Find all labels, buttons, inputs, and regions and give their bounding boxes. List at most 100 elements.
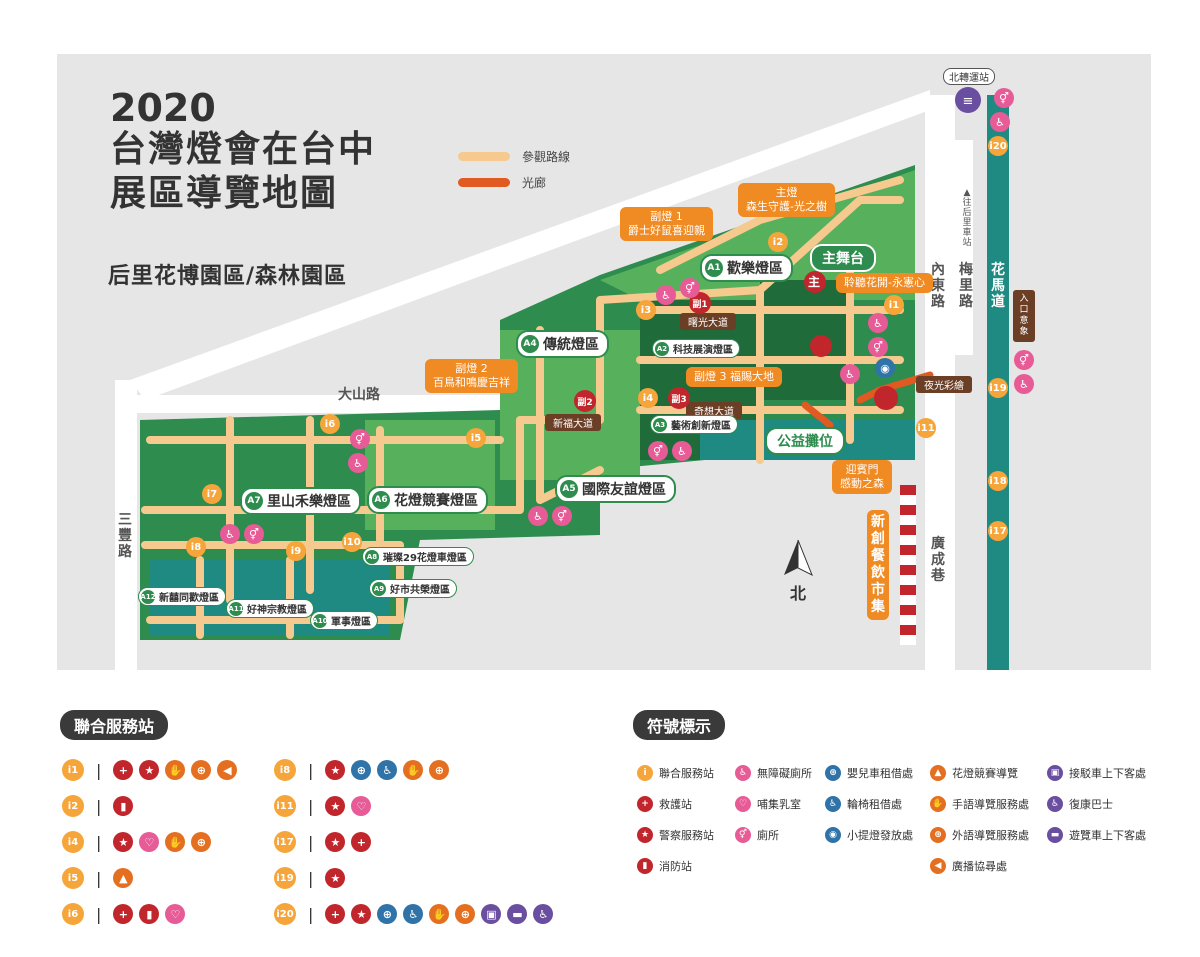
- toilet-icon: ⚥: [552, 506, 572, 526]
- zone-a11-code: A11: [228, 601, 244, 616]
- police-icon: ★: [325, 760, 346, 780]
- toilet-icon: ⚥: [680, 278, 700, 298]
- first-aid-icon: +: [351, 832, 372, 852]
- accessible-toilet-icon: ♿: [348, 453, 368, 473]
- zone-a9-name: 好市共榮燈區: [390, 585, 450, 596]
- main-stage[interactable]: 主舞台: [810, 244, 876, 272]
- corridor-route-swatch: [458, 177, 510, 187]
- symbol-label: 無障礙廁所: [757, 767, 812, 780]
- entrance-bar: [1013, 290, 1035, 342]
- symbol-label: 嬰兒車租借處: [847, 767, 913, 780]
- shuttle-bus-icon: ▣: [1047, 765, 1063, 781]
- zone-a9[interactable]: A9 好市共榮燈區: [369, 579, 457, 598]
- accessible-toilet-icon: ♿: [656, 285, 676, 305]
- info-point-i9[interactable]: i9: [286, 541, 306, 561]
- info-point-i4[interactable]: i4: [638, 388, 658, 408]
- svg-text:≡: ≡: [963, 94, 974, 109]
- symbol-label: 廁所: [757, 829, 779, 842]
- zone-a5-name: 國際友誼燈區: [582, 482, 666, 498]
- accessible-toilet-icon: ♿: [220, 524, 240, 544]
- sign-language-icon: ✋: [165, 832, 186, 852]
- mrt-icon: [955, 87, 981, 113]
- listen-callout: 聆聽花開-永憲心: [836, 273, 933, 293]
- service-row-i5: i5|▲: [62, 866, 134, 890]
- info-point-i8[interactable]: i8: [186, 537, 206, 557]
- entrance-label: 入口意象: [1019, 294, 1029, 337]
- info-point-i3[interactable]: i3: [636, 300, 656, 320]
- public-booth[interactable]: 公益攤位: [765, 427, 845, 455]
- symbol-item: ✋手語導覽服務處: [930, 796, 1029, 812]
- foreign-language-icon: ⊕: [429, 760, 450, 780]
- symbol-item: ▣ 接駁車上下客處: [1047, 765, 1146, 781]
- sub3-marker[interactable]: 副3: [668, 387, 690, 409]
- info-point-i20[interactable]: i20: [988, 136, 1008, 156]
- separator: |: [308, 868, 314, 888]
- foreign-language-icon: ⊕: [455, 904, 476, 924]
- symbol-label: 哺集乳室: [757, 798, 801, 811]
- service-row-i17: i17|★+: [274, 830, 372, 854]
- accessible-toilet-icon: ♿: [990, 112, 1010, 132]
- separator: |: [96, 832, 102, 852]
- north-arrow-icon: [784, 540, 798, 575]
- sub1-marker[interactable]: 副1: [689, 292, 711, 314]
- first-aid-icon: +: [325, 904, 346, 924]
- avenue-xinfu: 新福大道: [545, 414, 601, 431]
- first-aid-icon: +: [113, 904, 134, 924]
- lantern-icon: ◉: [875, 358, 895, 378]
- info-point-i1[interactable]: i1: [884, 295, 904, 315]
- sign-language-icon: ✋: [165, 760, 186, 780]
- separator: |: [308, 796, 314, 816]
- welcome-gate-callout: 迎賓門 感動之森: [832, 460, 892, 494]
- road-label-huama: 花馬道: [991, 262, 1005, 310]
- info-point-i2[interactable]: i2: [768, 232, 788, 252]
- accessible-toilet-icon: ♿: [528, 506, 548, 526]
- info-point-i17[interactable]: i17: [988, 521, 1008, 541]
- info-point-i19[interactable]: i19: [988, 378, 1008, 398]
- police-icon: ★: [325, 796, 346, 816]
- stroller-icon: ⊕: [351, 760, 372, 780]
- symbol-label: 小提燈發放處: [847, 829, 913, 842]
- sub1-callout: 副燈 1 爵士好鼠喜迎親: [620, 207, 713, 241]
- road-dashan: [130, 395, 510, 413]
- service-row-i19: i19|★: [274, 866, 346, 890]
- road-sanfeng: [115, 380, 137, 670]
- zone-a9-code: A9: [372, 581, 386, 596]
- info-badge-i19: i19: [274, 867, 296, 889]
- info-point-i5[interactable]: i5: [466, 428, 486, 448]
- zone-a5-code: A5: [560, 480, 578, 498]
- symbol-item: ▮消防站: [637, 858, 692, 874]
- road-label-neidong: 內東路: [931, 262, 945, 310]
- symbol-label: 接駁車上下客處: [1069, 767, 1146, 780]
- symbol-label: 救護站: [659, 798, 692, 811]
- food-market-label: 新創餐飲市集: [867, 510, 889, 620]
- info-point-i6[interactable]: i6: [320, 414, 340, 434]
- info-badge-i4: i4: [62, 831, 84, 853]
- service-legend-title: 聯合服務站: [60, 710, 169, 740]
- walk-route-label: 參觀路線: [522, 149, 571, 164]
- fire-station-icon: ▮: [113, 796, 134, 816]
- symbol-item: ♿無障礙廁所: [735, 765, 812, 781]
- info-badge-i17: i17: [274, 831, 296, 853]
- zone-a10-code: A10: [312, 613, 328, 628]
- info-point-i10[interactable]: i10: [342, 532, 362, 552]
- main-mark-circle: [804, 271, 826, 293]
- sub2-marker[interactable]: 副2: [574, 390, 596, 412]
- info-point-i11[interactable]: i11: [916, 418, 936, 438]
- zone-a2-code: A2: [655, 341, 669, 356]
- symbol-item: ♡哺集乳室: [735, 796, 801, 812]
- service-row-i20: i20|+★⊕♿✋⊕▣▬♿: [274, 902, 554, 926]
- info-point-i7[interactable]: i7: [202, 484, 222, 504]
- info-point-i18[interactable]: i18: [988, 471, 1008, 491]
